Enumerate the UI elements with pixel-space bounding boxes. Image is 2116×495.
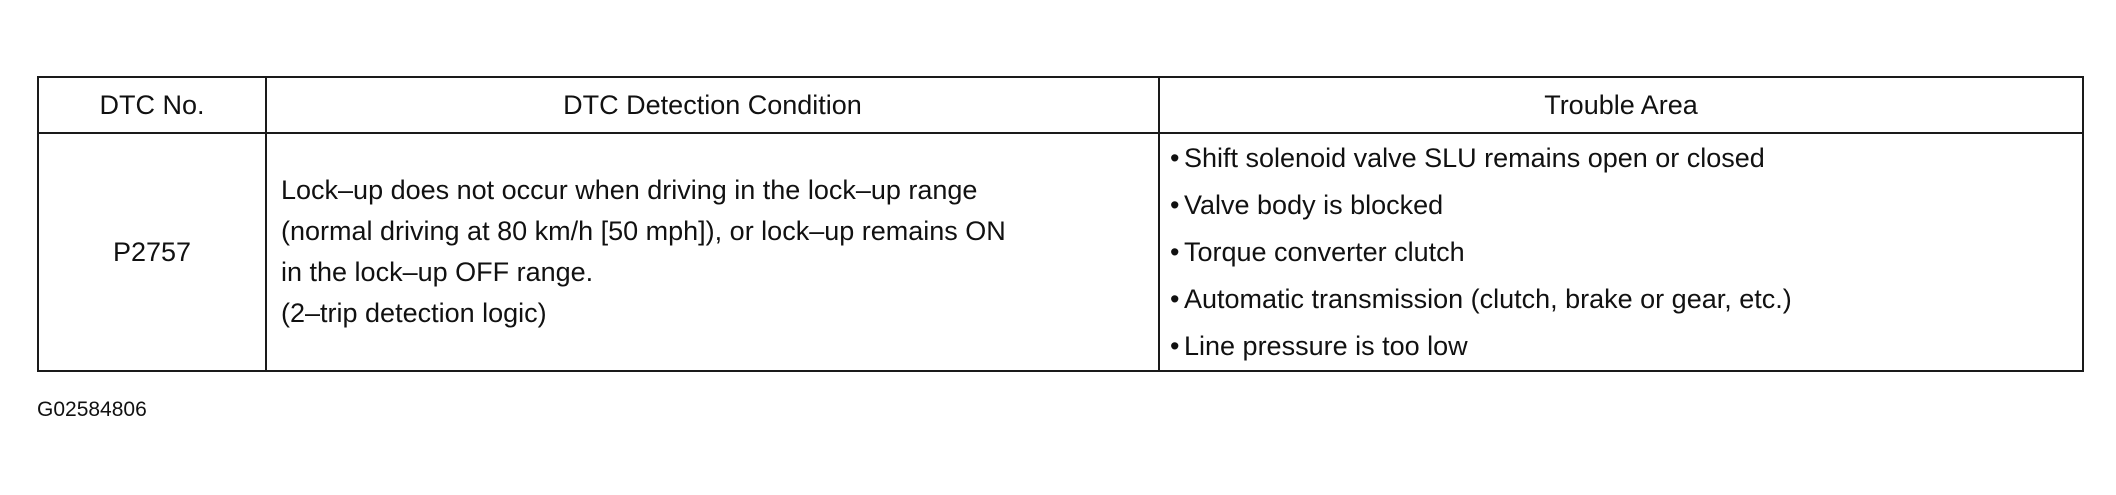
- dtc-code: P2757: [37, 132, 267, 372]
- dtc-table: DTC No. DTC Detection Condition Trouble …: [37, 76, 2084, 372]
- trouble-area-text: Automatic transmission (clutch, brake or…: [1184, 283, 1792, 314]
- bullet-icon: •: [1170, 236, 1180, 267]
- table-header-row: DTC No. DTC Detection Condition Trouble …: [37, 76, 2084, 134]
- list-item: •Automatic transmission (clutch, brake o…: [1170, 276, 2082, 323]
- detection-condition: Lock–up does not occur when driving in t…: [265, 132, 1160, 372]
- condition-line: Lock–up does not occur when driving in t…: [281, 175, 978, 205]
- trouble-area-text: Valve body is blocked: [1184, 189, 1444, 220]
- table-row: P2757 Lock–up does not occur when drivin…: [37, 132, 2084, 372]
- list-item: •Line pressure is too low: [1170, 323, 2082, 370]
- bullet-icon: •: [1170, 330, 1180, 361]
- trouble-area-text: Torque converter clutch: [1184, 236, 1465, 267]
- trouble-area-list: •Shift solenoid valve SLU remains open o…: [1170, 135, 2082, 370]
- trouble-area: •Shift solenoid valve SLU remains open o…: [1158, 132, 2084, 372]
- condition-line: in the lock–up OFF range.: [281, 257, 594, 287]
- bullet-icon: •: [1170, 189, 1180, 220]
- header-detection-condition: DTC Detection Condition: [265, 76, 1160, 134]
- list-item: •Valve body is blocked: [1170, 182, 2082, 229]
- condition-line: (2–trip detection logic): [281, 298, 547, 328]
- bullet-icon: •: [1170, 283, 1180, 314]
- trouble-area-text: Shift solenoid valve SLU remains open or…: [1184, 142, 1765, 173]
- list-item: •Torque converter clutch: [1170, 229, 2082, 276]
- header-trouble-area: Trouble Area: [1158, 76, 2084, 134]
- list-item: •Shift solenoid valve SLU remains open o…: [1170, 135, 2082, 182]
- bullet-icon: •: [1170, 142, 1180, 173]
- trouble-area-text: Line pressure is too low: [1184, 330, 1468, 361]
- figure-id: G02584806: [37, 398, 147, 421]
- header-dtc-no: DTC No.: [37, 76, 267, 134]
- condition-line: (normal driving at 80 km/h [50 mph]), or…: [281, 216, 1006, 246]
